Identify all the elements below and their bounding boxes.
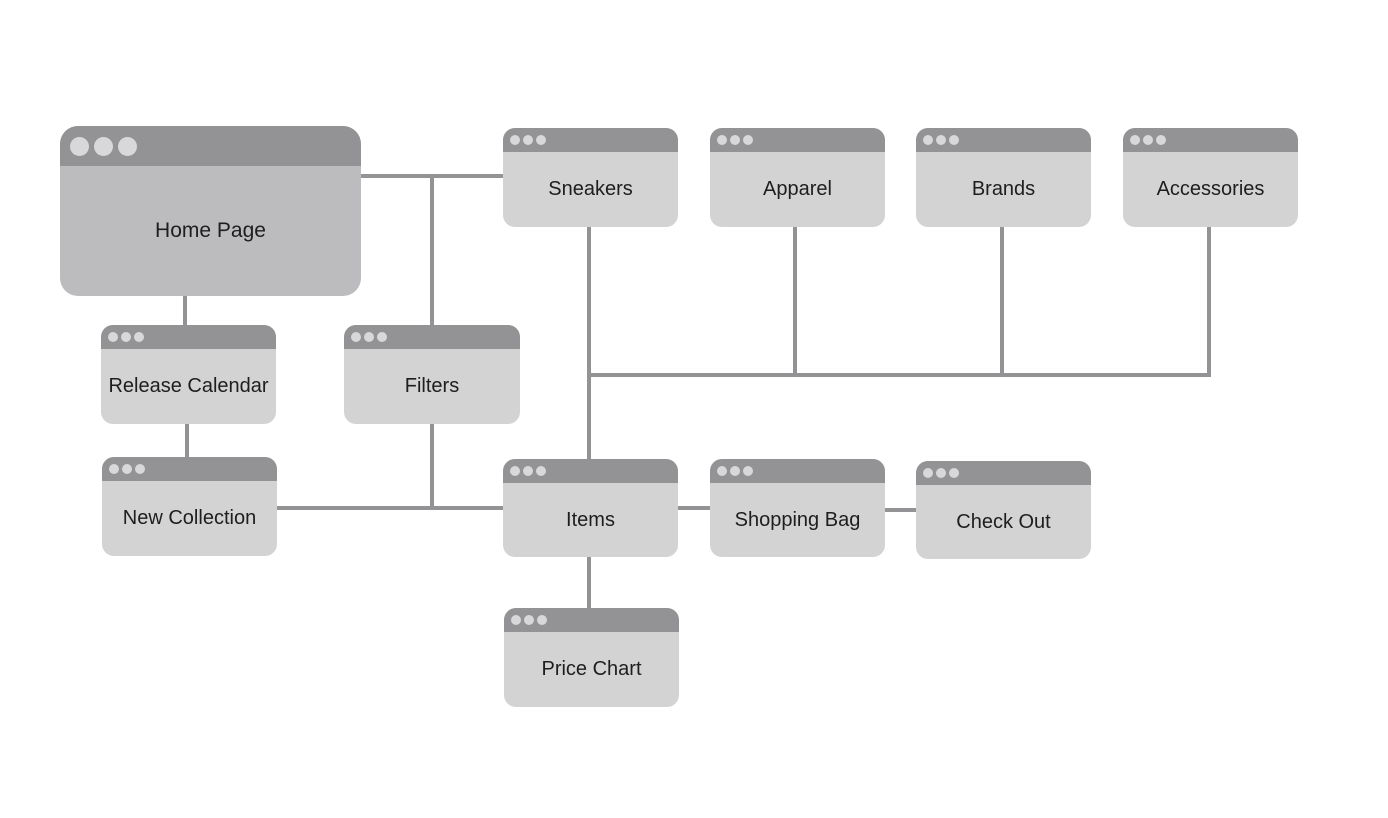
apparel-node: Apparel <box>710 128 885 227</box>
price-chart-node: Price Chart <box>504 608 679 707</box>
node-label: Filters <box>404 375 460 397</box>
release-calendar-node: Release Calendar <box>101 325 276 424</box>
window-title-bar <box>102 457 277 481</box>
window-dots-icon <box>108 332 144 342</box>
window-title-bar <box>503 459 678 483</box>
items-node: Items <box>503 459 678 557</box>
shopping-bag-node: Shopping Bag <box>710 459 885 557</box>
window-title-bar <box>503 128 678 152</box>
check-out-node: Check Out <box>916 461 1091 559</box>
window-dots-icon <box>923 135 959 145</box>
filters-node: Filters <box>344 325 520 424</box>
window-dots-icon <box>923 468 959 478</box>
node-label: New Collection <box>122 507 257 529</box>
window-title-bar <box>710 128 885 152</box>
accessories-node: Accessories <box>1123 128 1298 227</box>
node-label: Items <box>566 508 615 531</box>
window-title-bar <box>710 459 885 483</box>
window-title-bar <box>916 128 1091 152</box>
node-label: Release Calendar <box>108 375 269 397</box>
window-dots-icon <box>717 135 753 145</box>
node-label: Home Page <box>155 219 266 242</box>
node-label: Sneakers <box>548 178 633 200</box>
node-label: Apparel <box>763 178 832 200</box>
brands-node: Brands <box>916 128 1091 227</box>
node-label: Shopping Bag <box>734 508 861 531</box>
window-title-bar <box>344 325 520 349</box>
window-title-bar <box>916 461 1091 485</box>
window-dots-icon <box>717 466 753 476</box>
window-dots-icon <box>1130 135 1166 145</box>
window-dots-icon <box>511 615 547 625</box>
window-dots-icon <box>109 464 145 474</box>
window-dots-icon <box>510 135 546 145</box>
window-title-bar <box>60 126 361 166</box>
new-collection-node: New Collection <box>102 457 277 556</box>
node-label: Price Chart <box>541 658 642 680</box>
window-title-bar <box>1123 128 1298 152</box>
window-dots-icon <box>510 466 546 476</box>
window-title-bar <box>504 608 679 632</box>
node-label: Check Out <box>956 510 1051 533</box>
window-title-bar <box>101 325 276 349</box>
node-label: Accessories <box>1156 178 1265 200</box>
window-dots-icon <box>351 332 387 342</box>
sneakers-node: Sneakers <box>503 128 678 227</box>
home-page-node: Home Page <box>60 126 361 296</box>
node-label: Brands <box>971 178 1036 200</box>
window-dots-icon <box>70 137 137 156</box>
